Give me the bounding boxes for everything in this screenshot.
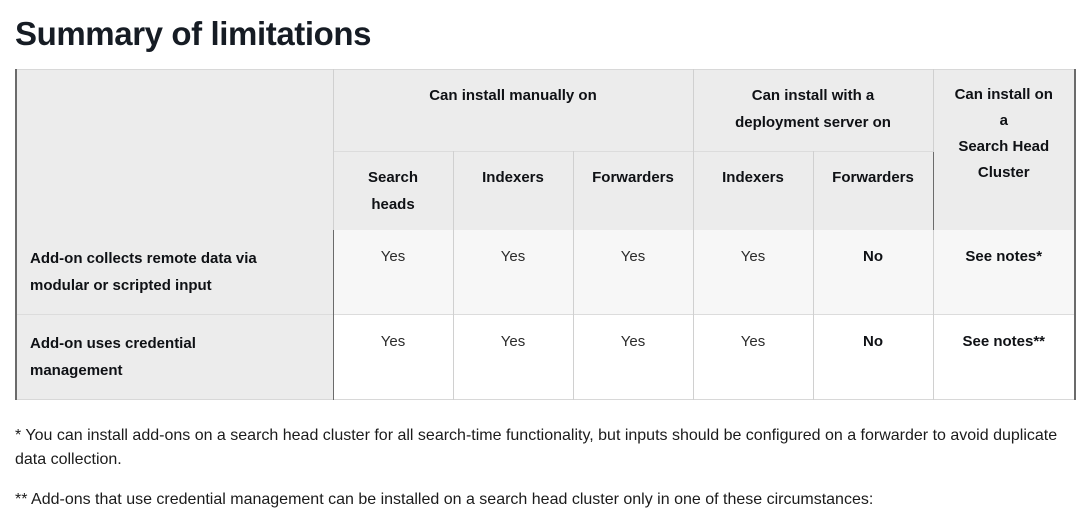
column-header-search-heads-line1: Search	[367, 169, 419, 186]
cell-value: No	[863, 248, 883, 265]
cell-deploy-forwarders: No	[813, 314, 934, 400]
column-group-can-install-with-deployment-server-on: Can install with a deployment server on	[692, 69, 934, 152]
column-header-manual-forwarders: Forwarders	[573, 151, 694, 230]
footnotes: * You can install add-ons on a search he…	[0, 400, 1089, 512]
column-group-deploy-label-line2: deployment server on	[735, 114, 891, 131]
column-header-deploy-indexers-label: Indexers	[722, 169, 784, 186]
cell-manual-indexers: Yes	[453, 230, 574, 315]
cell-manual-search-heads: Yes	[333, 230, 454, 315]
cell-value: Yes	[740, 248, 766, 265]
row-label-line2: management	[30, 362, 123, 379]
column-header-search-heads-line2: heads	[371, 196, 415, 213]
column-group-manual-label: Can install manually on	[429, 87, 597, 104]
cell-value: Yes	[620, 248, 646, 265]
table-corner-label	[17, 70, 333, 94]
cell-value: No	[863, 333, 883, 350]
column-header-manual-indexers-label: Indexers	[482, 169, 544, 186]
column-group-deploy-label-line1: Can install with a	[751, 87, 875, 104]
cell-value: Yes	[620, 333, 646, 350]
table-body: Add-on collects remote data via modular …	[16, 230, 1076, 400]
column-header-manual-search-heads-label: Search heads	[334, 152, 453, 230]
row-label-cell: Add-on uses credential management	[16, 314, 334, 400]
footnote-double-asterisk: ** Add-ons that use credential managemen…	[15, 491, 874, 508]
row-label-line1: Add-on uses credential	[30, 335, 196, 352]
cell-search-head-cluster: See notes*	[932, 230, 1076, 315]
column-header-shc-line2: a	[999, 112, 1008, 129]
column-header-shc-line1: Can install on	[954, 86, 1053, 103]
row-label-text: Add-on collects remote data via modular …	[17, 230, 333, 314]
cell-value: Yes	[740, 333, 766, 350]
column-header-manual-indexers: Indexers	[453, 151, 574, 230]
column-header-deploy-indexers: Indexers	[692, 151, 814, 230]
cell-value: See notes*	[965, 248, 1043, 265]
cell-deploy-forwarders: No	[813, 230, 934, 315]
row-label-line1: Add-on collects remote data via	[30, 250, 257, 267]
page-title: Summary of limitations	[15, 15, 372, 52]
table-corner-cell	[16, 69, 334, 230]
column-group-deploy-label: Can install with a deployment server on	[694, 70, 933, 148]
cell-value: See notes**	[962, 333, 1046, 350]
cell-manual-indexers: Yes	[453, 314, 574, 400]
column-header-search-head-cluster: Can install on a Search Head Cluster	[932, 69, 1076, 230]
row-label-cell: Add-on collects remote data via modular …	[16, 230, 334, 315]
table-head: Can install manually on Can install with…	[16, 69, 1076, 230]
cell-manual-forwarders: Yes	[573, 314, 694, 400]
column-header-shc-line4: Cluster	[977, 164, 1030, 181]
column-header-manual-search-heads: Search heads	[333, 151, 454, 230]
table-row: Add-on uses credential management Yes Ye…	[16, 314, 1076, 400]
cell-value: Yes	[500, 248, 526, 265]
column-header-manual-forwarders-label: Forwarders	[592, 169, 674, 186]
table-header-subrow: Search heads Indexers Forwarders Indexer…	[16, 151, 1075, 230]
column-group-can-install-manually-on: Can install manually on	[333, 69, 694, 152]
cell-search-head-cluster: See notes**	[932, 314, 1076, 400]
row-label-line2: modular or scripted input	[30, 277, 212, 294]
table-row: Add-on collects remote data via modular …	[16, 230, 1076, 315]
cell-deploy-indexers: Yes	[692, 314, 814, 400]
cell-value: Yes	[380, 248, 406, 265]
documentation-page: Summary of limitations Can install man	[15, 15, 1077, 508]
row-label-text: Add-on uses credential management	[17, 315, 333, 399]
column-header-deploy-forwarders: Forwarders	[813, 151, 934, 230]
cell-deploy-indexers: Yes	[692, 230, 814, 315]
cell-value: Yes	[380, 333, 406, 350]
cell-value: Yes	[500, 333, 526, 350]
column-header-shc-label: Can install on a Search Head Cluster	[934, 70, 1075, 198]
cell-manual-search-heads: Yes	[333, 314, 454, 400]
column-header-shc-line3: Search Head	[958, 138, 1050, 155]
limitations-table-container: Can install manually on Can install with…	[15, 69, 1077, 400]
summary-of-limitations-table: Can install manually on Can install with…	[15, 69, 1077, 400]
table-header-group-row: Can install manually on Can install with…	[16, 69, 1076, 230]
footnote-single-asterisk: * You can install add-ons on a search he…	[15, 427, 1058, 468]
cell-manual-forwarders: Yes	[573, 230, 694, 315]
column-header-deploy-forwarders-label: Forwarders	[832, 169, 914, 186]
